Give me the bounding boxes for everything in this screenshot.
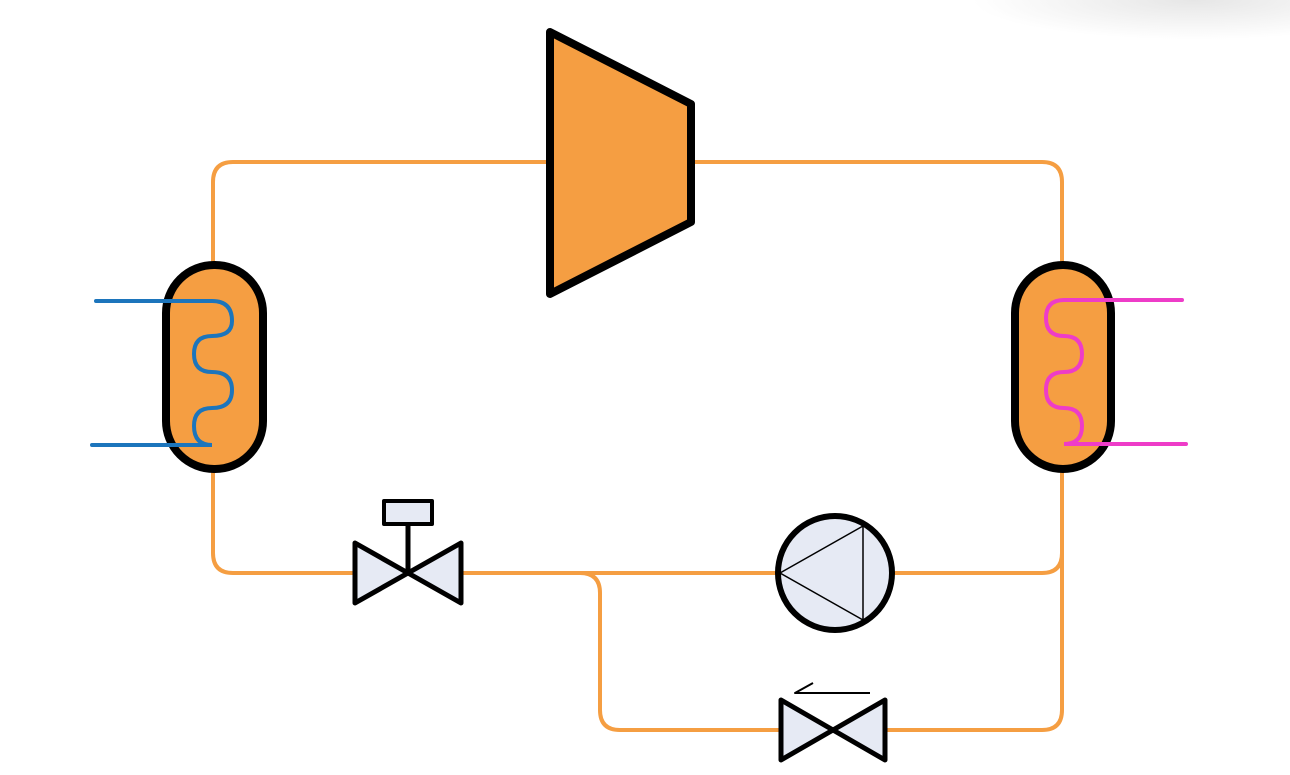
condenser bbox=[1011, 261, 1188, 473]
valve-body bbox=[405, 540, 464, 606]
valve-body bbox=[352, 540, 411, 606]
corner-shadow bbox=[970, 0, 1290, 40]
pipe-bypass-return bbox=[885, 550, 1064, 732]
evaporator bbox=[90, 261, 267, 473]
pipe-bypass bbox=[579, 571, 785, 732]
compressor-icon bbox=[546, 28, 695, 298]
heat-exchanger-icon bbox=[1011, 261, 1115, 473]
pump-icon bbox=[775, 513, 895, 633]
flow-direction-arrow-icon bbox=[794, 682, 870, 694]
control-valve-icon bbox=[352, 499, 464, 606]
cold-coil-icon bbox=[90, 299, 235, 447]
check-valve-icon bbox=[778, 682, 888, 763]
pipe-pump-to-condenser bbox=[892, 470, 1064, 575]
pipe-bottom-left bbox=[211, 470, 360, 575]
heat-exchanger-icon bbox=[162, 261, 267, 473]
valve-actuator bbox=[382, 499, 434, 526]
hot-coil-icon bbox=[1043, 298, 1188, 446]
